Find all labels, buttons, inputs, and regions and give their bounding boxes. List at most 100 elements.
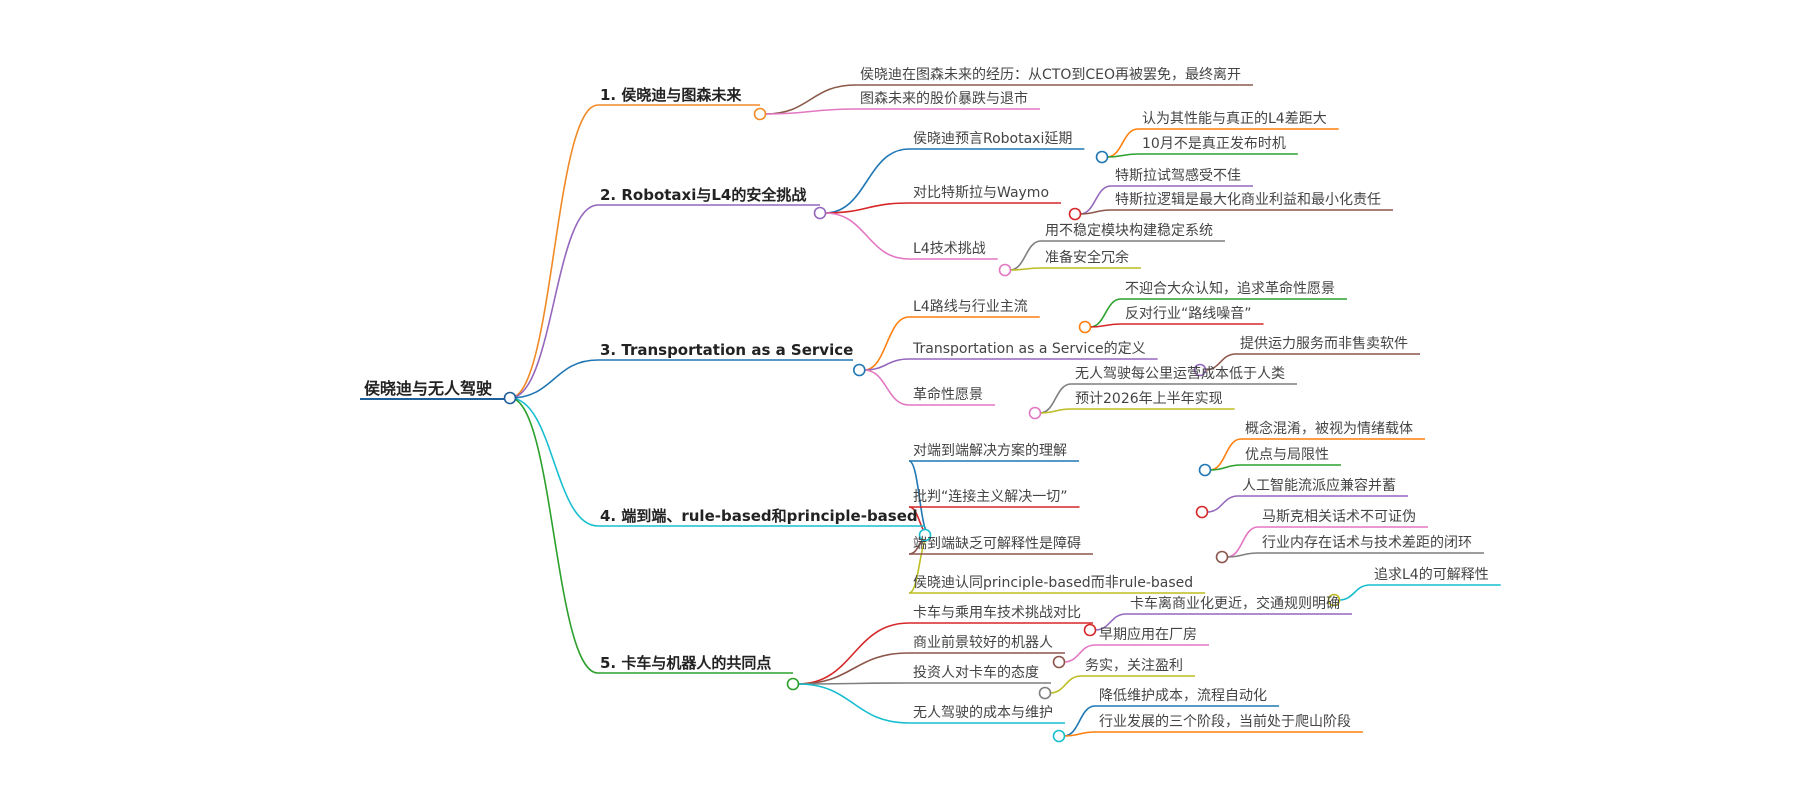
branch-2-2-label: 对比特斯拉与Waymo bbox=[913, 185, 1050, 201]
branch-2-3-edge bbox=[824, 212, 910, 260]
branch-2-1-label: 侯晓迪预言Robotaxi延期 bbox=[913, 131, 1073, 147]
branch-2-1-1-label: 认为其性能与真正的L4差距大 bbox=[1142, 111, 1327, 127]
branch-1-circle[interactable] bbox=[753, 107, 767, 121]
branch-4-3-circle[interactable] bbox=[1215, 550, 1229, 564]
branch-5-1-circle[interactable] bbox=[1083, 623, 1097, 637]
branch-3-3-label: 革命性愿景 bbox=[913, 387, 983, 403]
branch-4-edge bbox=[509, 397, 599, 527]
branch-1-edge bbox=[509, 104, 599, 399]
branch-3-1-circle[interactable] bbox=[1078, 320, 1092, 334]
branch-5-circle[interactable] bbox=[786, 677, 800, 691]
branch-5-2-edge bbox=[797, 652, 910, 685]
root-node-label: 侯晓迪与无人驾驶 bbox=[364, 379, 493, 398]
branch-5-3-1-label: 务实，关注盈利 bbox=[1084, 658, 1183, 674]
branch-2-2-2-label: 特斯拉逻辑是最大化商业利益和最小化责任 bbox=[1115, 192, 1381, 208]
branch-4-4-circle[interactable] bbox=[1327, 593, 1341, 607]
branch-1-label: 1. 侯晓迪与图森未来 bbox=[600, 86, 742, 104]
branch-5-1-1-edge bbox=[1094, 613, 1127, 631]
branch-3-3-edge bbox=[864, 369, 910, 406]
branch-4-1-label: 对端到端解决方案的理解 bbox=[913, 443, 1067, 459]
branch-2-3-1-label: 用不稳定模块构建稳定系统 bbox=[1045, 223, 1213, 239]
branch-2-1-2-edge bbox=[1106, 153, 1139, 158]
branch-3-2-circle[interactable] bbox=[1193, 363, 1207, 377]
branch-5-label: 5. 卡车与机器人的共同点 bbox=[600, 654, 772, 672]
branch-2-2-edge bbox=[824, 202, 910, 214]
branch-4-circle[interactable] bbox=[918, 528, 932, 542]
branch-3-1-2-edge bbox=[1089, 323, 1122, 328]
branch-5-4-2-label: 行业发展的三个阶段，当前处于爬山阶段 bbox=[1098, 714, 1351, 730]
branch-2-label: 2. Robotaxi与L4的安全挑战 bbox=[600, 186, 807, 204]
branch-5-4-1-label: 降低维护成本，流程自动化 bbox=[1098, 688, 1267, 704]
branch-5-4-2-edge bbox=[1063, 731, 1096, 737]
branch-3-circle[interactable] bbox=[852, 363, 866, 377]
branch-4-label: 4. 端到端、rule-based和principle-based bbox=[600, 507, 918, 525]
branch-4-2-label: 批判“连接主义解决一切” bbox=[913, 489, 1068, 505]
branch-5-2-label: 商业前景较好的机器人 bbox=[913, 635, 1053, 651]
branch-4-2-circle[interactable] bbox=[1195, 505, 1209, 519]
branch-2-1-1-edge bbox=[1106, 128, 1139, 158]
branch-1-2-label: 图森未来的股价暴跌与退市 bbox=[860, 91, 1028, 107]
branch-3-2-1-edge bbox=[1204, 353, 1237, 371]
mindmap-underlines bbox=[360, 84, 1501, 733]
branch-5-4-circle[interactable] bbox=[1052, 729, 1066, 743]
branch-2-3-circle[interactable] bbox=[998, 263, 1012, 277]
branch-3-2-1-label: 提供运力服务而非售卖软件 bbox=[1240, 336, 1408, 352]
branch-1-1-label: 侯晓迪在图森未来的经历：从CTO到CEO再被罢免，最终离开 bbox=[860, 67, 1241, 83]
branch-5-4-label: 无人驾驶的成本与维护 bbox=[913, 705, 1053, 721]
branch-2-1-edge bbox=[824, 148, 910, 214]
branch-2-1-2-label: 10月不是真正发布时机 bbox=[1142, 136, 1286, 152]
branch-4-1-1-label: 概念混淆，被视为情绪载体 bbox=[1245, 421, 1413, 437]
branch-2-circle[interactable] bbox=[813, 206, 827, 220]
branch-4-4-1-label: 追求L4的可解释性 bbox=[1374, 567, 1489, 583]
branch-3-1-2-label: 反对行业“路线噪音” bbox=[1125, 306, 1252, 322]
branch-4-4-label: 侯晓迪认同principle-based而非rule-based bbox=[913, 575, 1194, 591]
branch-3-1-1-label: 不迎合大众认知，追求革命性愿景 bbox=[1125, 281, 1335, 297]
branch-5-3-circle[interactable] bbox=[1038, 686, 1052, 700]
branch-2-3-2-edge bbox=[1009, 267, 1042, 271]
branch-4-1-circle[interactable] bbox=[1198, 463, 1212, 477]
branch-5-2-circle[interactable] bbox=[1052, 655, 1066, 669]
branch-2-edge bbox=[509, 204, 599, 399]
branch-3-label: 3. Transportation as a Service bbox=[600, 341, 854, 359]
branch-2-3-label: L4技术挑战 bbox=[913, 241, 986, 257]
branch-5-3-label: 投资人对卡车的态度 bbox=[913, 665, 1039, 681]
branch-4-2-1-label: 人工智能流派应兼容并蓄 bbox=[1242, 478, 1396, 494]
branch-5-3-1-edge bbox=[1049, 675, 1082, 694]
branch-3-2-label: Transportation as a Service的定义 bbox=[913, 341, 1146, 357]
branch-4-3-1-label: 马斯克相关话术不可证伪 bbox=[1262, 509, 1416, 525]
mindmap-node-circles bbox=[503, 107, 1341, 743]
branch-3-edge bbox=[509, 359, 599, 399]
branch-5-edge bbox=[509, 397, 599, 674]
branch-5-1-label: 卡车与乘用车技术挑战对比 bbox=[913, 605, 1081, 621]
branch-4-1-2-edge bbox=[1209, 464, 1242, 471]
branch-4-3-label: 端到端缺乏可解释性是障碍 bbox=[913, 536, 1081, 552]
mindmap-edges bbox=[509, 84, 1371, 737]
branch-4-3-2-edge bbox=[1226, 552, 1259, 558]
branch-2-1-circle[interactable] bbox=[1095, 150, 1109, 164]
branch-3-3-2-edge bbox=[1039, 408, 1072, 414]
branch-3-2-edge bbox=[864, 358, 910, 371]
branch-2-3-2-label: 准备安全冗余 bbox=[1045, 250, 1129, 266]
branch-3-1-1-edge bbox=[1089, 298, 1122, 328]
branch-4-2-1-edge bbox=[1206, 495, 1239, 513]
branch-2-2-1-label: 特斯拉试驾感受不佳 bbox=[1115, 168, 1241, 184]
branch-5-2-1-label: 早期应用在厂房 bbox=[1098, 627, 1197, 643]
branch-3-3-2-label: 预计2026年上半年实现 bbox=[1075, 391, 1223, 407]
branch-5-4-edge bbox=[797, 683, 910, 724]
branch-1-2-edge bbox=[764, 108, 857, 115]
branch-2-3-1-edge bbox=[1009, 240, 1042, 271]
branch-4-1-2-label: 优点与局限性 bbox=[1245, 447, 1329, 463]
branch-3-3-circle[interactable] bbox=[1028, 406, 1042, 420]
branch-5-1-edge bbox=[797, 622, 910, 685]
branch-4-4-1-edge bbox=[1338, 584, 1371, 601]
branch-5-3-edge bbox=[797, 682, 910, 685]
branch-3-1-edge bbox=[864, 316, 910, 371]
branch-5-2-1-edge bbox=[1063, 644, 1096, 663]
branch-5-1-1-label: 卡车离商业化更近，交通规则明确 bbox=[1130, 596, 1340, 612]
branch-3-1-label: L4路线与行业主流 bbox=[913, 299, 1028, 315]
branch-2-2-2-edge bbox=[1079, 209, 1112, 215]
root-node-circle[interactable] bbox=[503, 391, 517, 405]
branch-2-2-circle[interactable] bbox=[1068, 207, 1082, 221]
branch-4-3-2-label: 行业内存在话术与技术差距的闭环 bbox=[1262, 535, 1472, 551]
